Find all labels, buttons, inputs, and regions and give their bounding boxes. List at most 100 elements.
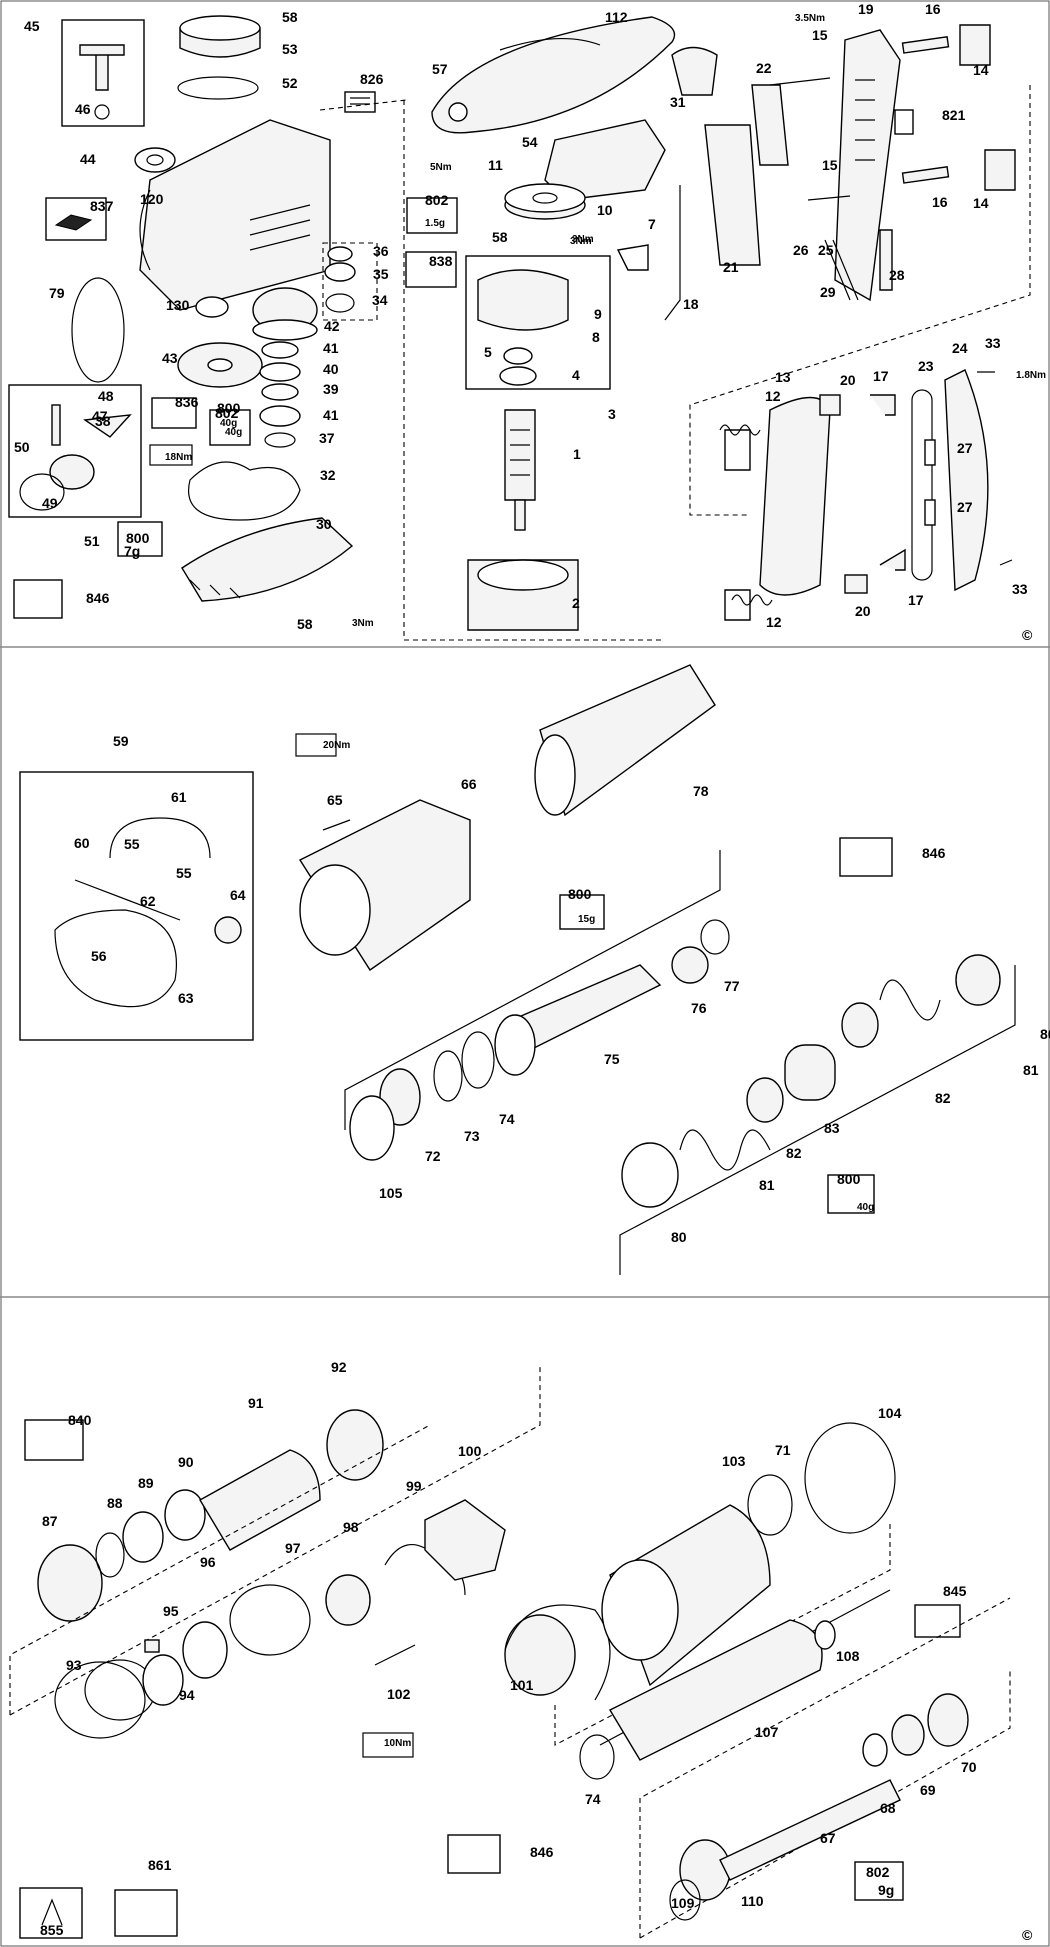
callout-76: 76: [691, 1000, 707, 1016]
callout-802: 802: [425, 192, 449, 208]
callout-77: 77: [724, 978, 740, 994]
callout-89: 89: [138, 1475, 154, 1491]
callout-846: 846: [530, 1844, 554, 1860]
callout-15g: 15g: [578, 914, 595, 925]
callout-27: 27: [957, 499, 973, 515]
callout-97: 97: [285, 1540, 301, 1556]
callout-33: 33: [985, 335, 1001, 351]
callout-3nm: 3Nm: [570, 236, 592, 247]
callout-36: 36: [373, 243, 389, 259]
callout-821: 821: [942, 107, 966, 123]
callout-840: 840: [68, 1412, 92, 1428]
callout-92: 92: [331, 1359, 347, 1375]
callout-91: 91: [248, 1395, 264, 1411]
callout-58: 58: [282, 9, 298, 25]
callout-43: 43: [162, 350, 178, 366]
callout-78: 78: [693, 783, 709, 799]
section-middle-drawing: [19, 664, 1016, 1275]
callout-35: 35: [373, 266, 389, 282]
callout-37: 37: [319, 430, 335, 446]
callout-103: 103: [722, 1453, 746, 1469]
callout-54: 54: [522, 134, 538, 150]
callout-20: 20: [855, 603, 871, 619]
callout-31: 31: [670, 94, 686, 110]
callout-861: 861: [148, 1857, 172, 1873]
section-bottom-drawing: [9, 1365, 1011, 1939]
callout-24: 24: [952, 340, 968, 356]
callout-19: 19: [858, 1, 874, 17]
callout-44: 44: [80, 151, 96, 167]
callout-70: 70: [961, 1759, 977, 1775]
callout-109: 109: [671, 1895, 695, 1911]
callout-846: 846: [86, 590, 110, 606]
callout-64: 64: [230, 887, 246, 903]
callout-10nm: 10Nm: [384, 1738, 411, 1749]
callout-58: 58: [297, 616, 313, 632]
callout-800: 800: [837, 1171, 861, 1187]
callout-45: 45: [24, 18, 40, 34]
callout-51: 51: [84, 533, 100, 549]
callout-23: 23: [918, 358, 934, 374]
callout-12: 12: [766, 614, 782, 630]
callout-14: 14: [973, 195, 989, 211]
callout-102: 102: [387, 1686, 411, 1702]
callout-75: 75: [604, 1051, 620, 1067]
callout-81: 81: [1023, 1062, 1039, 1078]
callout-40g: 40g: [220, 418, 237, 429]
callout-27: 27: [957, 440, 973, 456]
callout-855: 855: [40, 1922, 64, 1938]
callout-59: 59: [113, 733, 129, 749]
callout-74: 74: [499, 1111, 515, 1127]
callout-14: 14: [973, 62, 989, 78]
callout-3nm: 3Nm: [352, 618, 374, 629]
callout-838: 838: [429, 253, 453, 269]
callout-20nm: 20Nm: [323, 740, 350, 751]
callout-40g: 40g: [225, 427, 242, 438]
callout-130: 130: [166, 297, 190, 313]
callout-1-8nm: 1.8Nm: [1016, 370, 1046, 381]
callout-67: 67: [820, 1830, 836, 1846]
copyright-mark: ©: [1022, 627, 1033, 643]
callout-1: 1: [573, 446, 581, 462]
callout-86: 86: [1040, 1026, 1050, 1042]
callout-50: 50: [14, 439, 30, 455]
callout-10: 10: [597, 202, 613, 218]
callout-57: 57: [432, 61, 448, 77]
callout-100: 100: [458, 1443, 482, 1459]
callout-82: 82: [935, 1090, 951, 1106]
callout-41: 41: [323, 407, 339, 423]
callout-4: 4: [572, 367, 580, 383]
callout-99: 99: [406, 1478, 422, 1494]
callout-79: 79: [49, 285, 65, 301]
callout-16: 16: [932, 194, 948, 210]
callout-826: 826: [360, 71, 384, 87]
callout-18nm: 18Nm: [165, 452, 192, 463]
callout-20: 20: [840, 372, 856, 388]
callout-48: 48: [98, 388, 114, 404]
callout-65: 65: [327, 792, 343, 808]
callout-802: 802: [866, 1864, 890, 1880]
callout-2: 2: [572, 595, 580, 611]
callout-18: 18: [683, 296, 699, 312]
callout-120: 120: [140, 191, 164, 207]
callout-47: 47: [92, 408, 108, 424]
callout-105: 105: [379, 1185, 403, 1201]
callout-26: 26: [793, 242, 809, 258]
copyright-mark: ©: [1022, 1927, 1033, 1943]
callout-98: 98: [343, 1519, 359, 1535]
callout-7: 7: [648, 216, 656, 232]
callout-41: 41: [323, 340, 339, 356]
callout-800: 800: [568, 886, 592, 902]
callout-82: 82: [786, 1145, 802, 1161]
callout-40g: 40g: [857, 1202, 874, 1213]
callout-5: 5: [484, 344, 492, 360]
callout-87: 87: [42, 1513, 58, 1529]
callout-104: 104: [878, 1405, 902, 1421]
callout-12: 12: [765, 388, 781, 404]
callout-95: 95: [163, 1603, 179, 1619]
callout-60: 60: [74, 835, 90, 851]
section-top-drawing: [8, 15, 1031, 641]
callout-55: 55: [176, 865, 192, 881]
